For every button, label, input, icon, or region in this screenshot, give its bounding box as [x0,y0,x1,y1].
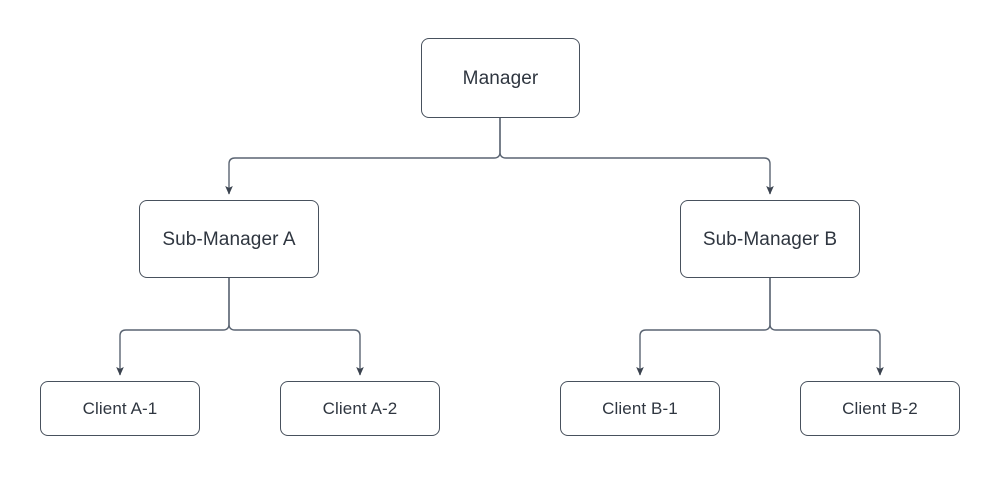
node-client-b-1-label: Client B-1 [602,399,678,418]
edge-manager-to-sub-manager-a [225,118,501,195]
node-client-b-1[interactable]: Client B-1 [560,381,720,436]
node-sub-manager-b-label: Sub-Manager B [702,228,838,250]
node-client-a-1-label: Client A-1 [82,399,158,418]
edge-sub-manager-b-to-client-b-2 [769,278,884,376]
node-client-a-1[interactable]: Client A-1 [40,381,200,436]
node-client-a-2[interactable]: Client A-2 [280,381,440,436]
node-sub-manager-a[interactable]: Sub-Manager A [139,200,319,278]
node-sub-manager-b[interactable]: Sub-Manager B [680,200,860,278]
edge-sub-manager-b-to-client-b-1 [636,278,771,376]
edge-sub-manager-a-to-client-a-1 [116,278,230,376]
node-client-b-2-label: Client B-2 [842,399,918,418]
node-manager[interactable]: Manager [421,38,580,118]
edge-manager-to-sub-manager-b [499,118,774,195]
node-manager-label: Manager [462,67,539,89]
node-client-a-2-label: Client A-2 [322,399,398,418]
node-client-b-2[interactable]: Client B-2 [800,381,960,436]
node-sub-manager-a-label: Sub-Manager A [162,228,296,250]
edge-sub-manager-a-to-client-a-2 [228,278,364,376]
